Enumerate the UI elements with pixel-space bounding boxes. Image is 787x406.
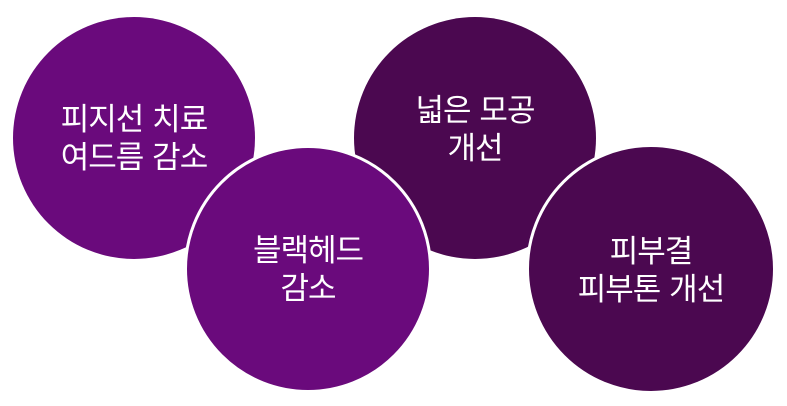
- bubble-label: 피지선 치료 여드름 감소: [60, 101, 208, 177]
- bubble-sebaceous-acne: 피지선 치료 여드름 감소: [13, 17, 255, 259]
- bubble-label: 피부결 피부톤 개선: [577, 233, 725, 309]
- bubble-line-1: 피부결: [609, 234, 694, 270]
- bubble-line-1: 블랙헤드: [252, 233, 364, 269]
- bubble-line-2: 여드름 감소: [60, 140, 208, 176]
- bubble-line-1: 피지선 치료: [60, 102, 208, 138]
- bubble-line-2: 개선: [447, 130, 503, 167]
- bubble-label: 블랙헤드 감소: [252, 232, 364, 308]
- bubble-line-2: 감소: [280, 271, 336, 307]
- bubble-line-2: 피부톤 개선: [577, 272, 725, 308]
- bubble-line-1: 넓은 모공: [415, 92, 536, 129]
- bubble-skin-texture-tone: 피부결 피부톤 개선: [526, 144, 776, 394]
- bubble-label: 넓은 모공 개선: [415, 92, 536, 168]
- bubble-blackhead: 블랙헤드 감소: [184, 145, 432, 393]
